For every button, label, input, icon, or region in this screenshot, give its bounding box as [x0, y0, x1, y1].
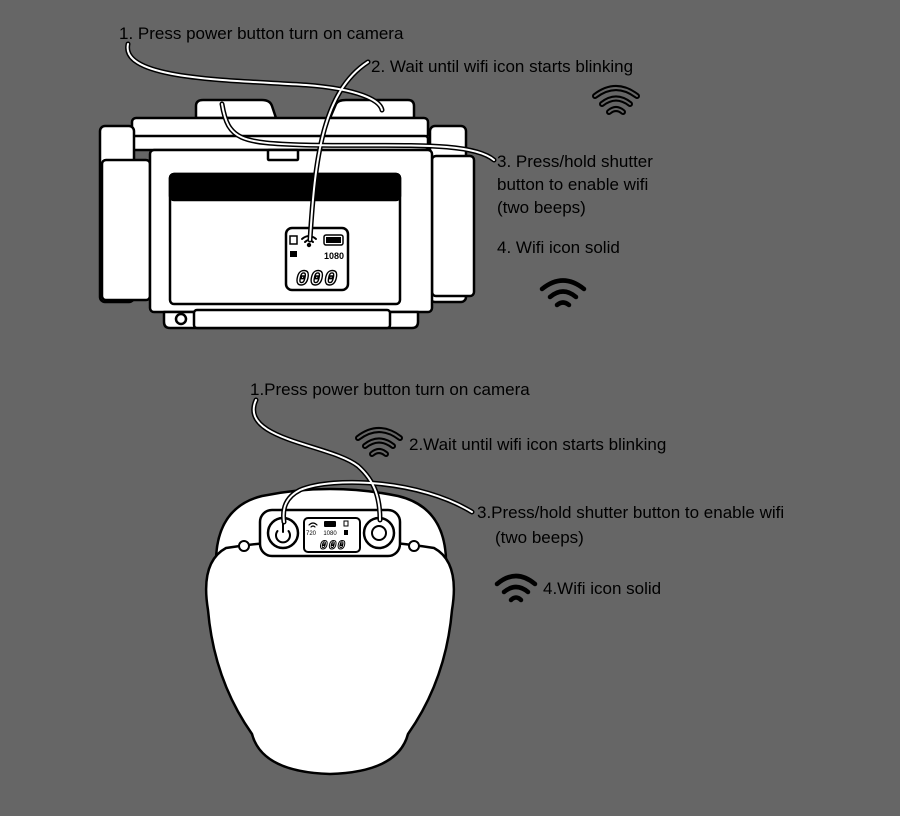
display-band: [168, 172, 402, 202]
bottom-callout-lines: [251, 397, 475, 525]
bottom-step-2: 2.Wait until wifi icon starts blinking: [409, 435, 667, 454]
top-ridge-right: [328, 98, 416, 120]
wifi-outline-icon-bottom: [355, 427, 403, 457]
camera-top-view: [98, 98, 476, 330]
top-step-3-line-1: 3. Press/hold shutter: [497, 152, 653, 171]
top-ridge: [194, 98, 278, 120]
power-icon: [275, 530, 291, 544]
lcd-res-1080: 1080: [323, 531, 337, 537]
lcd-resolution: 1080: [324, 251, 344, 261]
camera-body-bottom: [204, 538, 456, 776]
lcd-battery-icon: [323, 234, 344, 246]
bottom-step-4: 4.Wifi icon solid: [543, 579, 662, 598]
top-step-2: 2. Wait until wifi icon starts blinking: [371, 57, 634, 76]
lcd-counter: 000: [296, 267, 339, 292]
shutter-button[interactable]: [362, 516, 396, 550]
wifi-outline-icon: [592, 85, 640, 115]
lcd-wifi-icon-small: [308, 522, 318, 528]
right-grip-inner: [430, 154, 476, 298]
bottom-lcd-contents: 720 1080 000: [306, 520, 349, 554]
bottom-foot: [192, 308, 392, 330]
lcd-panel: [284, 226, 350, 292]
lcd-sd-icon-small: [343, 520, 349, 527]
lcd-battery-fill: [326, 237, 341, 243]
side-screw-right: [408, 540, 420, 552]
bottom-step-3-line-1: 3.Press/hold shutter button to enable wi…: [477, 503, 785, 522]
lcd-sd-icon: [289, 235, 298, 245]
lcd-counter-bottom: 000: [320, 538, 346, 553]
lcd-mode-icon: [290, 251, 297, 257]
top-lcd-contents: 1080 000: [289, 234, 344, 293]
camera-top-down-view: 720 1080 000: [204, 487, 456, 776]
top-step-1: 1. Press power button turn on camera: [119, 24, 404, 43]
mount-hole: [174, 312, 188, 326]
wifi-solid-icon-bottom: [494, 573, 538, 603]
bottom-step-1: 1.Press power button turn on camera: [250, 380, 530, 399]
side-screw-left: [238, 540, 250, 552]
lcd-mode-icon-small: [344, 530, 348, 535]
top-step-3-line-2: button to enable wifi: [497, 175, 649, 194]
top-step-4: 4. Wifi icon solid: [497, 238, 620, 257]
lcd-battery-icon-small: [324, 521, 336, 527]
wifi-solid-icon: [539, 278, 587, 308]
left-grip-inner: [100, 158, 152, 302]
top-callout-lines: [125, 41, 497, 243]
top-step-3-line-3: (two beeps): [497, 198, 586, 217]
top-clip: [266, 148, 300, 162]
bottom-step-3-line-2: (two beeps): [495, 528, 584, 547]
lcd-res-720: 720: [306, 531, 317, 537]
